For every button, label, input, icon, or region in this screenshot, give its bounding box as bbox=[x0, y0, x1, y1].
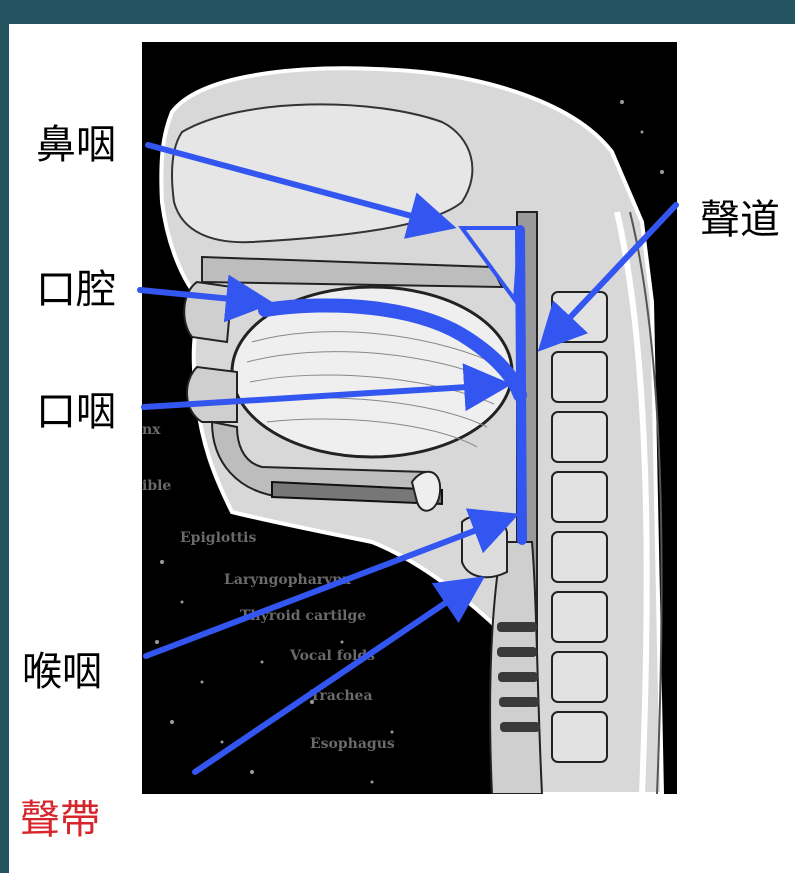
faint-label-trachea: Trachea bbox=[310, 688, 373, 704]
slide-frame-left bbox=[0, 0, 9, 873]
larynx bbox=[462, 515, 507, 577]
upper-lip bbox=[184, 282, 232, 342]
faint-label-ible: ible bbox=[142, 478, 171, 494]
faint-label-vocal-folds: Vocal folds bbox=[289, 648, 375, 664]
faint-label-laryngopharynx: Laryngopharynx bbox=[224, 572, 351, 588]
faint-label-esophagus: Esophagus bbox=[310, 736, 395, 752]
label-vocal-tract: 聲道 bbox=[700, 200, 780, 240]
faint-label-nx: nx bbox=[142, 422, 161, 438]
lower-lip bbox=[187, 367, 237, 422]
slide-frame-top bbox=[0, 0, 795, 24]
label-oral-cavity: 口腔 bbox=[36, 270, 116, 310]
trachea bbox=[490, 542, 542, 794]
anatomy-illustration: nx ible Epiglottis Laryngopharynx Thyroi… bbox=[142, 42, 677, 794]
label-vocal-cords: 聲帶 bbox=[20, 800, 100, 840]
label-nasopharynx: 鼻咽 bbox=[36, 125, 116, 165]
faint-label-epiglottis: Epiglottis bbox=[180, 530, 256, 546]
label-oropharynx: 口咽 bbox=[36, 392, 116, 432]
tongue bbox=[232, 287, 512, 457]
anatomy-figure: nx ible Epiglottis Laryngopharynx Thyroi… bbox=[142, 42, 677, 794]
label-laryngopharynx: 喉咽 bbox=[22, 652, 102, 692]
faint-label-thyroid: Thyroid cartilge bbox=[240, 608, 366, 624]
